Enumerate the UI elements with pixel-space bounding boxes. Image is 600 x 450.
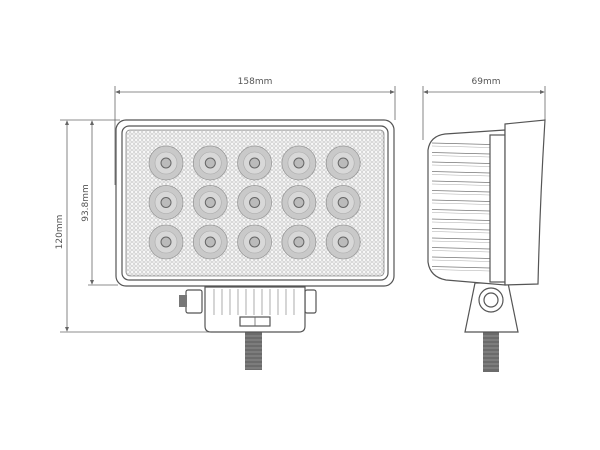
heatsink-fins: [431, 142, 491, 272]
fin-edge: [431, 259, 491, 262]
width-label: 158mm: [238, 77, 273, 87]
cable: [245, 332, 262, 370]
total-height-label: 120mm: [55, 215, 65, 250]
fin: [431, 161, 491, 164]
led: [325, 145, 361, 181]
led: [325, 185, 361, 220]
width-dimension: 158mm: [114, 77, 396, 185]
led-chip: [293, 197, 305, 208]
led-chip: [249, 236, 261, 248]
left-bolt: [179, 295, 187, 307]
led: [148, 145, 184, 181]
led-chip: [337, 236, 349, 248]
led-array: [148, 145, 361, 260]
side-lens-bezel: [504, 119, 546, 286]
side-cable-ribs: [483, 335, 499, 369]
fin: [431, 218, 491, 221]
led-chip: [204, 157, 216, 169]
fin-edge: [431, 164, 491, 167]
total-height-dimension: 120mm: [55, 119, 210, 333]
led-chip: [293, 157, 305, 169]
led-chip: [204, 236, 216, 248]
fin-edge: [431, 155, 491, 158]
left-nut: [185, 289, 203, 314]
depth-dimension: 69mm: [422, 77, 546, 140]
led-chip: [337, 197, 349, 208]
led-chip: [337, 157, 349, 169]
fin: [431, 171, 491, 174]
led: [192, 185, 228, 220]
fin: [431, 142, 491, 145]
fin: [431, 199, 491, 202]
bracket-fins: [213, 289, 295, 315]
pivot-bolt: [483, 292, 499, 308]
led-chip: [160, 197, 172, 208]
fin-edge: [431, 183, 491, 186]
led: [148, 224, 184, 260]
led: [237, 145, 273, 181]
led: [325, 224, 361, 260]
fin: [431, 266, 491, 269]
lens-height-dimension: 93.8mm: [81, 120, 118, 286]
fin: [431, 180, 491, 183]
fin-edge: [431, 250, 491, 253]
fin-edge: [431, 231, 491, 234]
front-view: [115, 119, 395, 370]
fin-edge: [431, 145, 491, 148]
fin-edge: [431, 240, 491, 243]
led-chip: [249, 197, 261, 208]
side-view: [427, 119, 546, 372]
fin: [431, 209, 491, 212]
led-chip: [160, 157, 172, 169]
fin: [431, 152, 491, 155]
led: [281, 185, 317, 220]
led-chip: [204, 197, 216, 208]
led-chip: [249, 157, 261, 169]
led: [281, 145, 317, 181]
fin: [431, 237, 491, 240]
led: [148, 185, 184, 220]
led: [237, 224, 273, 260]
fin-edge: [431, 269, 491, 272]
right-nut: [304, 289, 317, 314]
depth-label: 69mm: [472, 77, 501, 87]
led: [281, 224, 317, 260]
fin-edge: [431, 212, 491, 215]
side-step: [489, 134, 506, 283]
led-chip: [293, 236, 305, 248]
fin-edge: [431, 174, 491, 177]
fin-edge: [431, 193, 491, 196]
fin-edge: [431, 221, 491, 224]
led-chip: [160, 236, 172, 248]
fin-edge: [431, 202, 491, 205]
lens-height-label: 93.8mm: [81, 184, 91, 222]
led: [192, 145, 228, 181]
fin: [431, 247, 491, 250]
led: [237, 185, 273, 220]
fin: [431, 256, 491, 259]
fin: [431, 228, 491, 231]
led: [192, 224, 228, 260]
fin: [431, 190, 491, 193]
cable-ribs: [245, 335, 262, 369]
heatsink-body: [427, 129, 506, 286]
